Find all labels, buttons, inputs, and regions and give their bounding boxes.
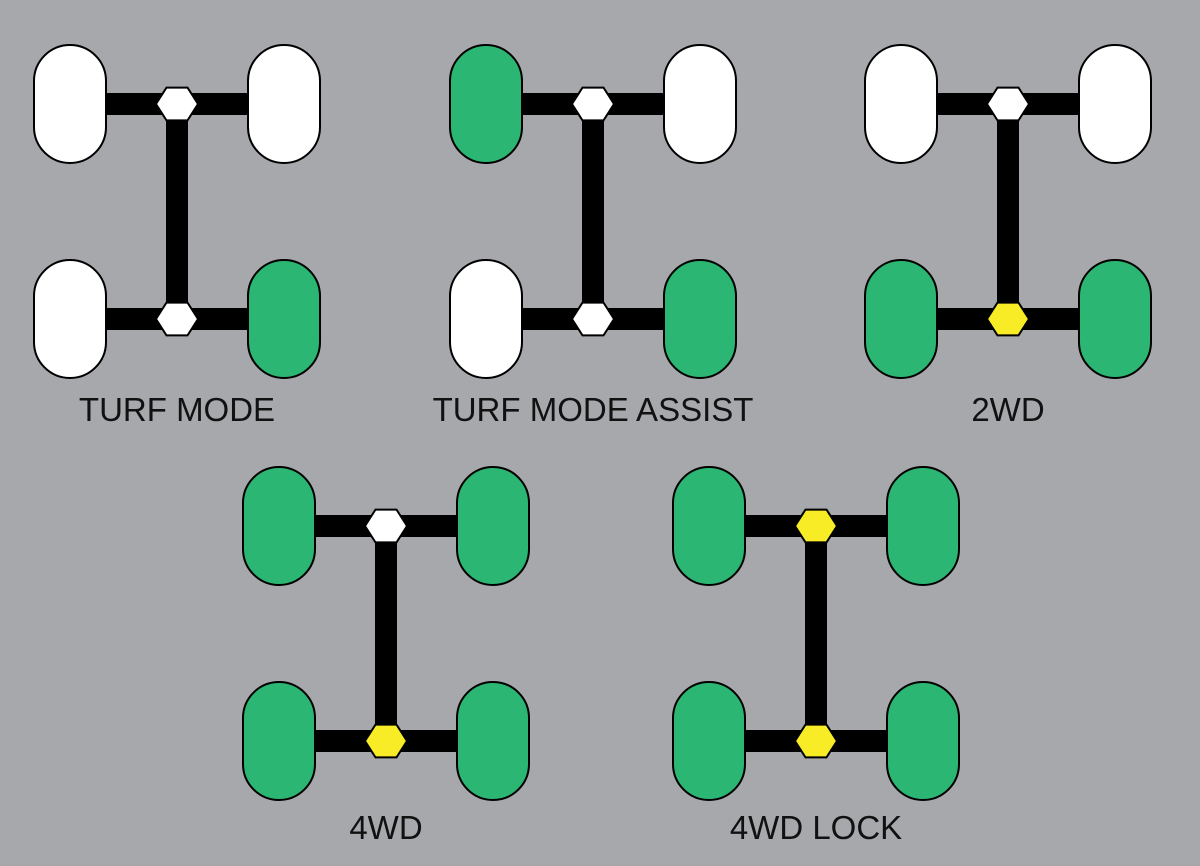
front-differential-open [154, 86, 200, 122]
mode-label: TURF MODE [79, 391, 275, 428]
front-differential-open [363, 508, 409, 544]
wheel-rear-left-driven [672, 681, 746, 801]
wheel-front-left-driven [242, 466, 316, 586]
driveshaft [166, 104, 188, 319]
driveshaft [997, 104, 1019, 319]
mode-turf-mode-assist: TURF MODE ASSIST [433, 44, 754, 428]
wheel-front-right-free [247, 44, 321, 164]
wheel-front-left-driven [449, 44, 523, 164]
rear-differential-locked [985, 301, 1031, 337]
rear-differential-locked [363, 723, 409, 759]
wheel-rear-left-free [33, 259, 107, 379]
wheel-front-left-driven [672, 466, 746, 586]
wheel-rear-right-driven [663, 259, 737, 379]
wheel-rear-right-driven [1078, 259, 1152, 379]
wheel-front-right-driven [456, 466, 530, 586]
driveshaft [805, 526, 827, 741]
mode-label: 4WD LOCK [730, 809, 902, 846]
rear-differential-locked [793, 723, 839, 759]
mode-label: TURF MODE ASSIST [433, 391, 754, 428]
mode-turf-mode: TURF MODE [33, 44, 321, 428]
wheel-rear-right-driven [886, 681, 960, 801]
wheel-front-right-free [663, 44, 737, 164]
wheel-front-right-free [1078, 44, 1152, 164]
mode-4wd-lock: 4WD LOCK [672, 466, 960, 846]
wheel-front-right-driven [886, 466, 960, 586]
rear-differential-open [154, 301, 200, 337]
mode-label: 2WD [971, 391, 1044, 428]
rear-differential-open [570, 301, 616, 337]
wheel-rear-right-driven [456, 681, 530, 801]
mode-2wd: 2WD [864, 44, 1152, 428]
wheel-front-left-free [33, 44, 107, 164]
wheel-front-left-free [864, 44, 938, 164]
wheel-rear-right-driven [247, 259, 321, 379]
mode-4wd: 4WD [242, 466, 530, 846]
wheel-rear-left-free [449, 259, 523, 379]
wheel-rear-left-driven [242, 681, 316, 801]
front-differential-open [985, 86, 1031, 122]
mode-label: 4WD [349, 809, 422, 846]
front-differential-open [570, 86, 616, 122]
driveshaft [375, 526, 397, 741]
driveshaft [582, 104, 604, 319]
wheel-rear-left-driven [864, 259, 938, 379]
front-differential-locked [793, 508, 839, 544]
